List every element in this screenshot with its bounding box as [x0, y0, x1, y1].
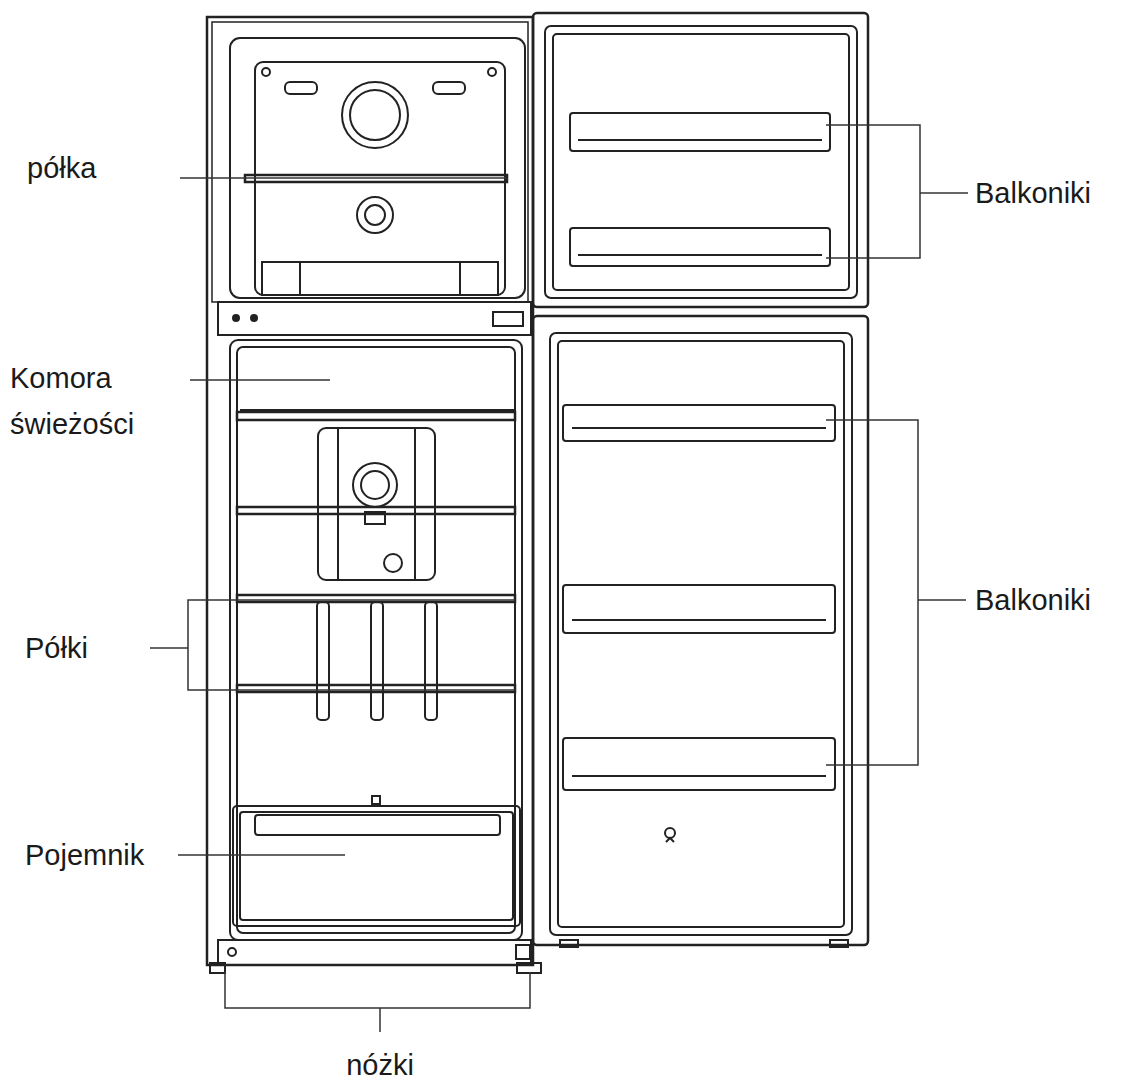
doors-part — [563, 405, 835, 441]
cabinet-part — [361, 471, 389, 499]
leader-lines — [150, 125, 968, 1032]
cabinet-part — [251, 315, 257, 321]
cabinet-part — [210, 963, 225, 973]
cabinet-part — [318, 428, 435, 580]
doors-part — [572, 427, 826, 429]
leader-lines-part — [920, 192, 968, 194]
cabinet-part — [488, 68, 496, 76]
doors-part — [578, 139, 822, 141]
cabinet-part — [237, 347, 515, 933]
doors-part — [665, 828, 675, 838]
cabinet-part — [228, 948, 236, 956]
doors-part — [533, 316, 868, 945]
leader-lines-part — [379, 1008, 381, 1032]
cabinet-part — [353, 463, 397, 507]
doors-part — [570, 113, 830, 151]
cabinet-part — [299, 262, 301, 295]
doors-part — [563, 585, 835, 633]
doors-part — [578, 254, 822, 256]
cabinet-part — [459, 262, 461, 295]
doors-part — [572, 619, 826, 621]
cabinet-part — [350, 90, 400, 140]
doors-part — [572, 775, 826, 777]
doors-part — [563, 738, 835, 790]
doors — [533, 13, 868, 947]
leader-lines-part — [826, 125, 920, 258]
doors-part — [533, 13, 868, 307]
cabinet-part — [262, 262, 498, 295]
cabinet-part — [240, 812, 513, 920]
doors-part — [558, 341, 844, 927]
cabinet-part — [357, 197, 393, 233]
cabinet-part — [230, 38, 525, 298]
cabinet-part — [516, 945, 530, 959]
cabinet-part — [255, 815, 500, 835]
part-label: Półki — [25, 630, 88, 666]
part-label: półka — [27, 150, 96, 186]
leader-lines-part — [225, 972, 530, 1008]
part-label: Komora świeżości — [10, 355, 170, 447]
cabinet-part — [218, 940, 531, 965]
cabinet-part — [212, 22, 528, 302]
cabinet-part — [233, 315, 239, 321]
cabinet-part — [237, 507, 515, 514]
cabinet-part — [425, 602, 437, 720]
doors-part — [666, 838, 674, 842]
cabinet-part — [230, 340, 522, 940]
leader-lines-part — [178, 854, 345, 856]
leader-lines-part — [190, 379, 330, 381]
doors-part — [560, 940, 578, 947]
leader-lines-part — [188, 600, 515, 690]
cabinet-part — [237, 412, 515, 420]
cabinet-part — [285, 82, 317, 94]
part-label: Pojemnik — [25, 837, 144, 873]
leader-lines-part — [180, 177, 507, 179]
part-label: Balkoniki — [975, 582, 1091, 618]
cabinet-part — [517, 963, 541, 973]
cabinet — [207, 17, 541, 973]
leader-lines-part — [826, 420, 918, 765]
cabinet-part — [493, 312, 523, 326]
cabinet-part — [338, 428, 415, 580]
cabinet-part — [365, 205, 385, 225]
cabinet-part — [262, 68, 270, 76]
part-label: nóżki — [346, 1047, 414, 1083]
cabinet-part — [342, 82, 408, 148]
cabinet-part — [207, 17, 533, 965]
doors-part — [570, 228, 830, 266]
leader-lines-part — [918, 599, 966, 601]
doors-part — [550, 333, 852, 935]
cabinet-part — [237, 595, 515, 602]
doors-part — [545, 26, 857, 298]
cabinet-part — [240, 409, 515, 411]
part-label: Balkoniki — [975, 175, 1091, 211]
cabinet-part — [218, 302, 531, 335]
cabinet-part — [384, 554, 402, 572]
cabinet-part — [233, 806, 520, 926]
cabinet-part — [237, 685, 515, 692]
doors-part — [830, 940, 848, 947]
cabinet-part — [317, 602, 329, 720]
cabinet-part — [433, 82, 465, 94]
cabinet-part — [371, 602, 383, 720]
doors-part — [553, 34, 849, 290]
leader-lines-part — [150, 647, 188, 649]
cabinet-part — [372, 796, 380, 804]
